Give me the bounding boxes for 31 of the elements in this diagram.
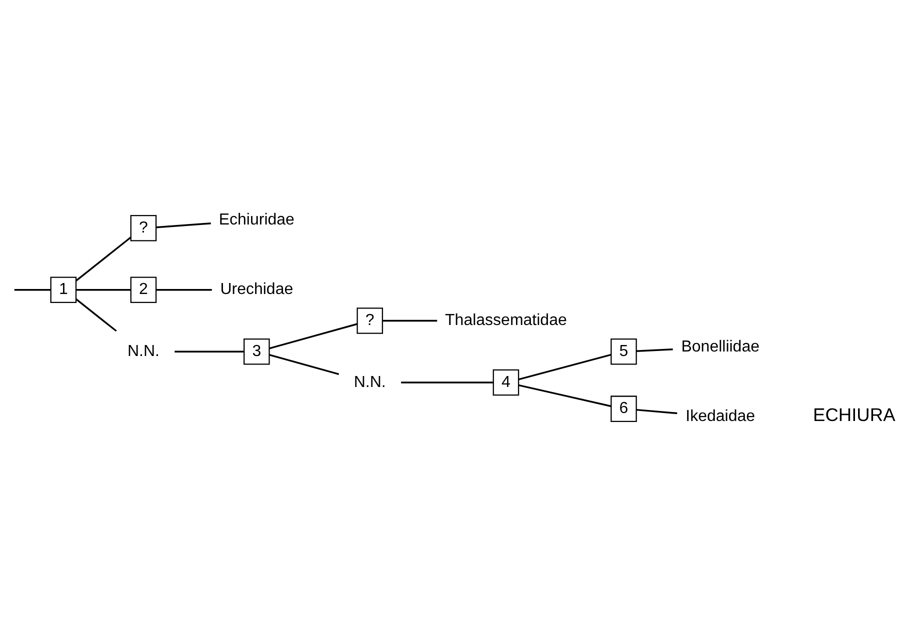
- node-text: Thalassematidae: [445, 312, 567, 330]
- label: ECHIURA: [813, 404, 896, 426]
- node-text: Urechidae: [220, 281, 294, 298]
- connector: [14, 289, 51, 291]
- connector: [76, 236, 132, 282]
- node-box: 5: [610, 338, 637, 365]
- connector: [76, 289, 131, 291]
- node-box: 2: [130, 276, 157, 304]
- connector: [156, 289, 212, 291]
- connector: [76, 298, 117, 332]
- connector: [518, 354, 612, 380]
- node-box: 6: [610, 396, 637, 422]
- connector: [401, 382, 494, 384]
- node-text: Bonelliidae: [681, 338, 760, 356]
- connector: [156, 222, 211, 228]
- node-box: 1: [50, 276, 77, 304]
- node-box: ?: [130, 215, 157, 242]
- node-box: ?: [356, 308, 384, 334]
- connector: [382, 320, 438, 322]
- node-text: N.N.: [354, 374, 386, 391]
- connector: [636, 348, 673, 352]
- node-text: N.N.: [127, 342, 160, 360]
- connector: [269, 354, 340, 376]
- connector: [174, 350, 244, 353]
- node-text: Echiuridae: [218, 211, 294, 228]
- node-text: Ikedaidae: [686, 408, 756, 426]
- connector: [518, 384, 612, 408]
- node-box: 4: [492, 369, 520, 396]
- node-box: 3: [244, 338, 270, 365]
- connector: [636, 408, 678, 414]
- connector: [269, 323, 358, 350]
